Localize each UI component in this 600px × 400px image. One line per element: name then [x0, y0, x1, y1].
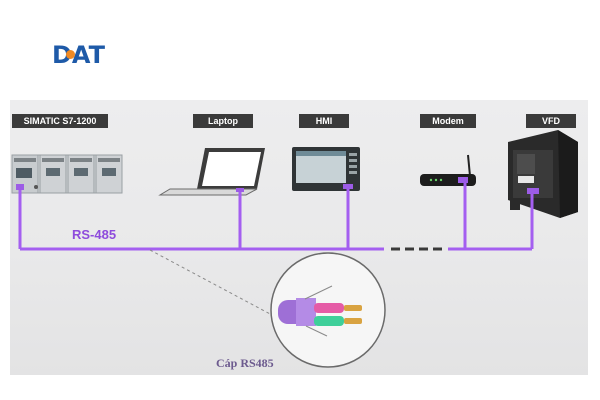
device-label-hmi: HMI: [299, 114, 349, 128]
network-diagram: SIMATIC S7-1200 Laptop HMI Modem VFD RS-…: [10, 100, 588, 375]
device-label-vfd: VFD: [526, 114, 576, 128]
cable-label: Cáp RS485: [216, 356, 274, 370]
router-icon: [420, 154, 476, 186]
logo-dot-icon: [66, 50, 75, 59]
brand-logo: DAT: [52, 42, 122, 68]
vfd-icon: [508, 130, 578, 218]
diagram-canvas: [11, 130, 578, 368]
bus-label: RS-485: [72, 227, 117, 242]
device-label-plc: SIMATIC S7-1200: [12, 114, 108, 128]
device-label-laptop: Laptop: [193, 114, 253, 128]
logo-text: DAT: [52, 41, 106, 69]
hmi-icon: [292, 147, 360, 191]
cable-magnifier: [270, 252, 386, 368]
laptop-icon: [158, 148, 265, 196]
rs485-bus: [18, 183, 534, 251]
device-label-modem: Modem: [420, 114, 476, 128]
callout-line: [149, 249, 273, 316]
plc-icon: [11, 154, 123, 194]
